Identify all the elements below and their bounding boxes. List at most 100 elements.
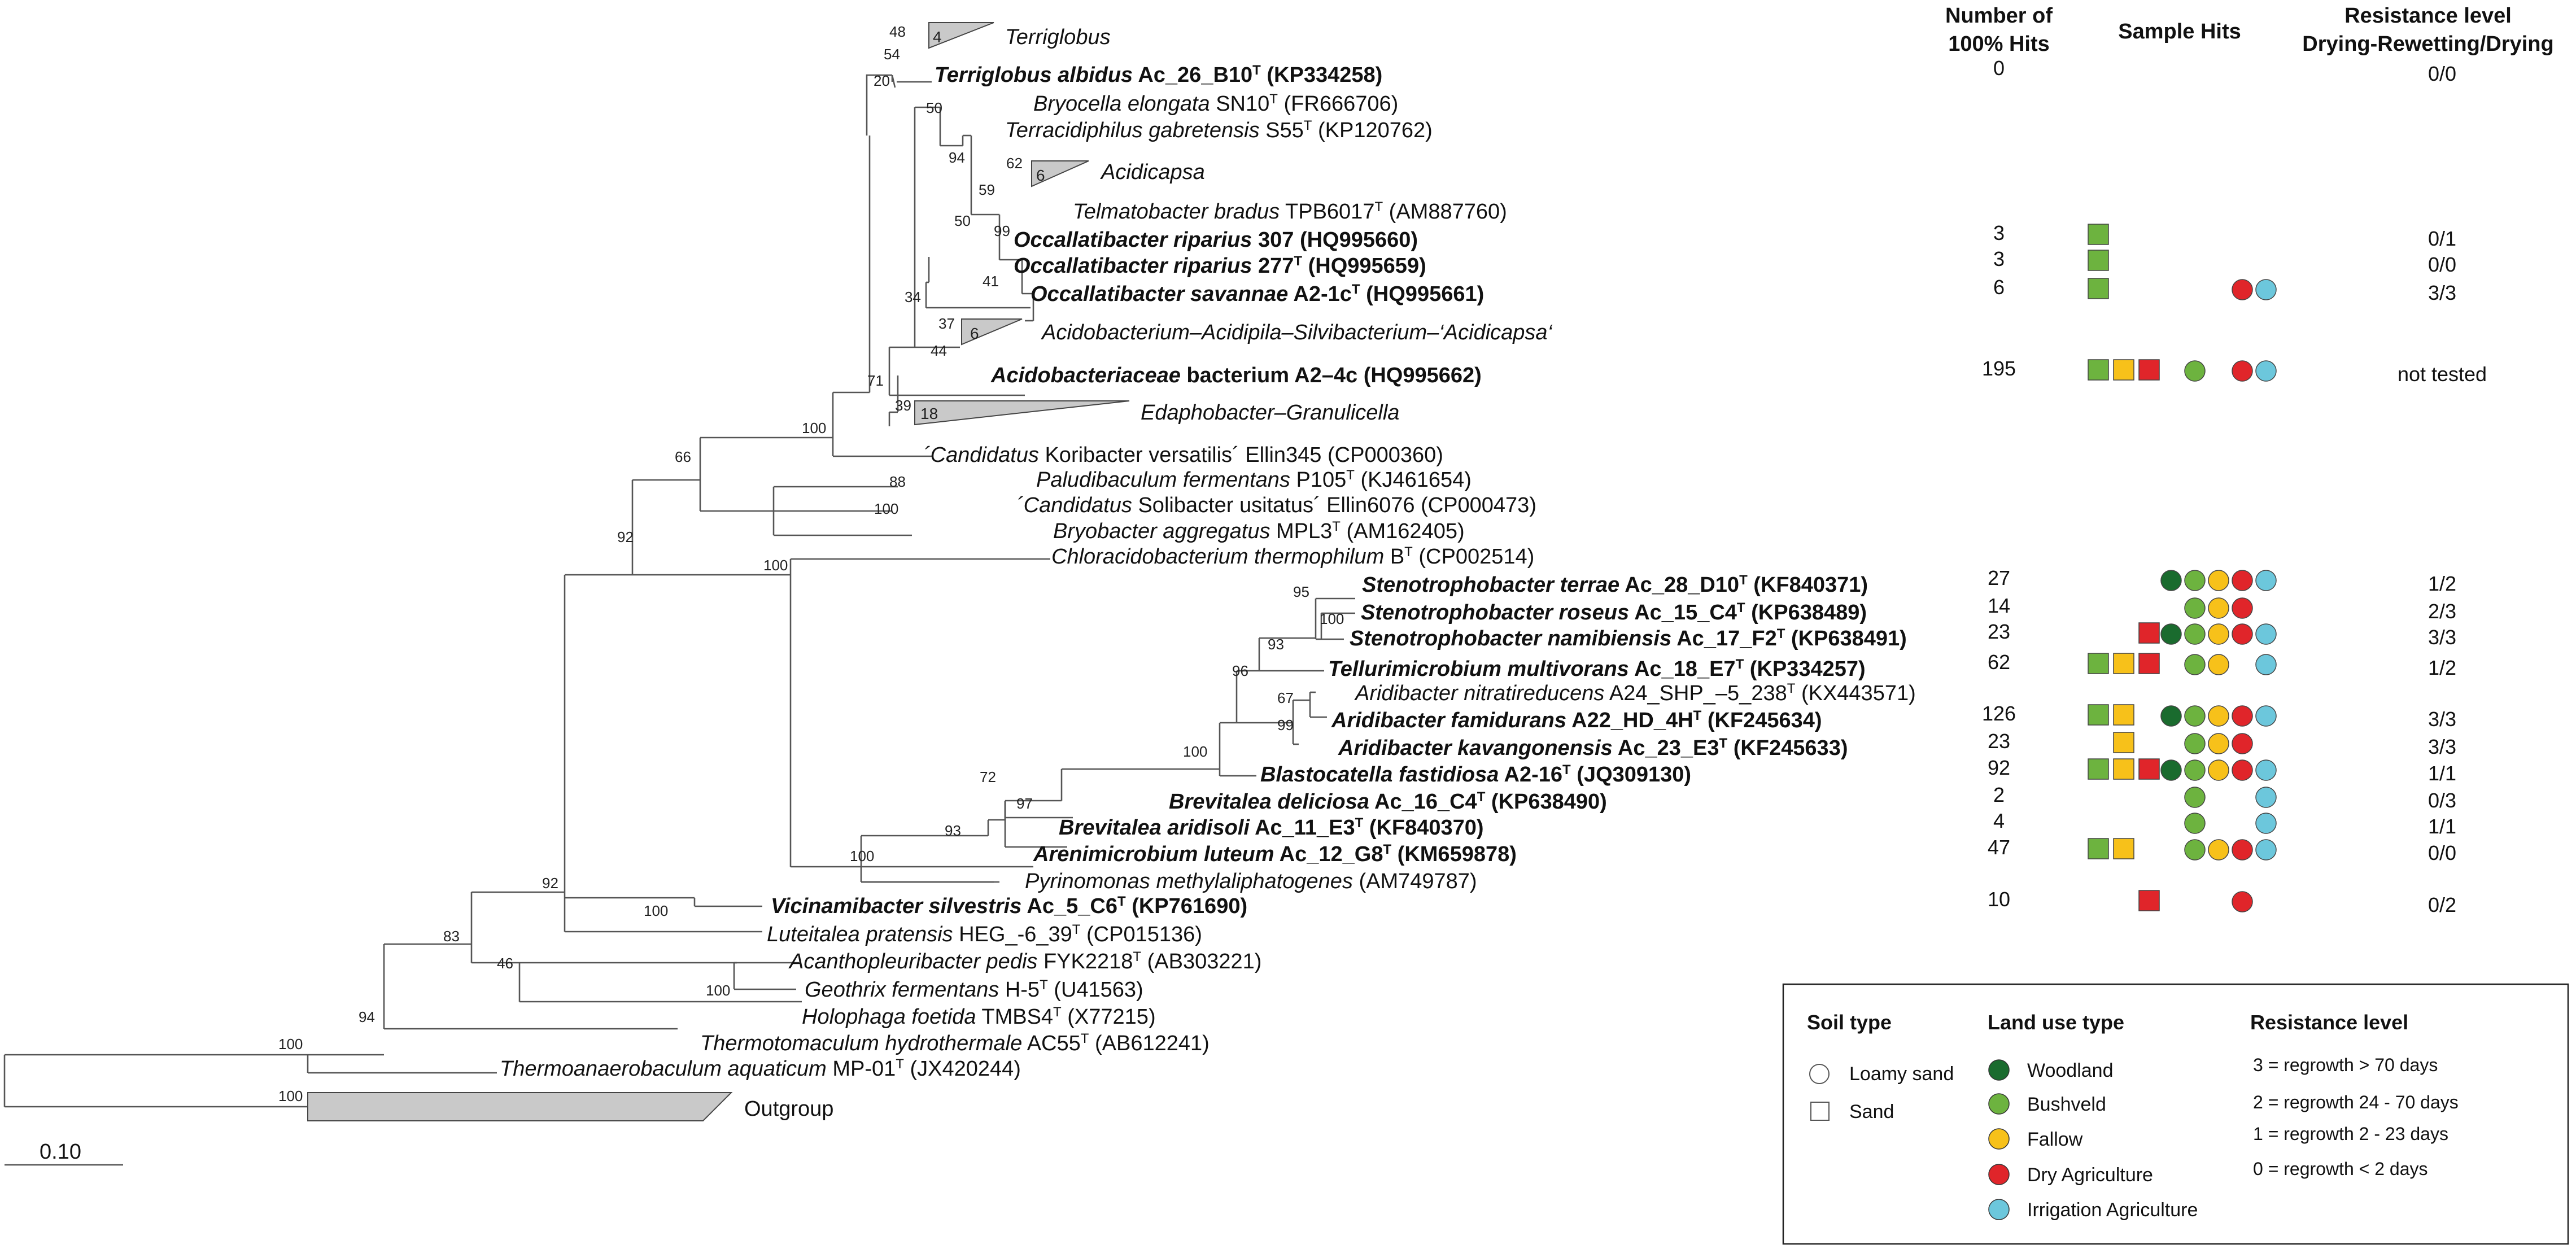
taxon-strain: A2-1c: [1288, 282, 1352, 306]
taxon-label: Tellurimicrobium multivorans Ac_18_E7T (…: [1328, 657, 1866, 682]
taxon-accession: (HQ995662): [1357, 364, 1482, 387]
taxon-label: Edaphobacter–Granulicella: [1141, 401, 1399, 425]
bootstrap-value: 99: [994, 222, 1010, 239]
taxon-name: Stenotrophobacter terrae: [1362, 573, 1619, 597]
clade-acidicapsa: [1031, 160, 1089, 187]
bootstrap-value: 20: [874, 72, 890, 89]
bootstrap-value: 94: [949, 149, 965, 166]
taxon-accession: (AB612241): [1089, 1032, 1209, 1055]
loamy-sand-sample-marker: [2255, 654, 2277, 675]
loamy-sand-sample-marker: [2184, 813, 2206, 834]
taxon-name: Aridibacter kavangonensis: [1338, 736, 1613, 760]
loamy-sand-sample-marker: [2208, 733, 2229, 754]
taxon-accession: (KP638490): [1485, 790, 1606, 814]
type-strain-mark: T: [1477, 789, 1486, 805]
sand-sample-marker: [2088, 278, 2109, 299]
loamy-sand-sample-marker: [2184, 705, 2206, 727]
taxon-name: Luteitalea pratensis: [767, 923, 953, 946]
legend-soil-item: Loamy sand: [1849, 1063, 1954, 1085]
bootstrap-value: 100: [278, 1036, 303, 1053]
taxon-accession: (FR666706): [1278, 92, 1398, 116]
taxon-name: Acanthopleuribacter pedis: [788, 950, 1037, 973]
resistance-level: 0/3: [2428, 789, 2456, 812]
clade-count: 6: [1036, 167, 1045, 184]
taxon-strain: TPB6017: [1280, 200, 1374, 224]
bootstrap-value: 50: [954, 212, 971, 229]
loamy-sand-sample-marker: [2184, 787, 2206, 808]
loamy-sand-sample-marker: [2232, 279, 2253, 300]
taxon-label: Vicinamibacter silvestris Ac_5_C6T (KP76…: [771, 894, 1247, 919]
bootstrap-value: 100: [850, 848, 874, 864]
taxon-name: Aridibacter nitratireducens: [1354, 682, 1604, 705]
resistance-level: 1/1: [2428, 815, 2456, 838]
taxon-accession: (KJ461654): [1355, 468, 1472, 492]
taxon-accession: (KP638489): [1745, 601, 1867, 624]
taxon-strain: B: [1384, 545, 1404, 569]
taxon-strain: Ac_23_E3: [1613, 736, 1719, 760]
taxon-accession: (HQ995659): [1302, 254, 1426, 278]
taxon-label: Thermotomaculum hydrothermale AC55T (AB6…: [700, 1031, 1210, 1056]
hits-count: 4: [1993, 809, 2005, 832]
bootstrap-value: 37: [938, 315, 955, 332]
bootstrap-value: 100: [1320, 610, 1344, 627]
type-strain-mark: T: [1352, 282, 1360, 297]
taxon-label: Luteitalea pratensis HEG_-6_39T (CP01513…: [767, 922, 1202, 947]
resistance-level: 3/3: [2428, 281, 2456, 304]
taxon-label: Stenotrophobacter namibiensis Ac_17_F2T …: [1350, 626, 1907, 651]
legend-land-item: Fallow: [2027, 1129, 2083, 1150]
type-strain-mark: T: [1332, 519, 1341, 534]
type-strain-mark: T: [1787, 681, 1796, 696]
taxon-label: Acidicapsa: [1100, 160, 1205, 184]
bootstrap-values: 48 54 20 50 94 62 59 50 99 41 34 37 44 7…: [278, 23, 1344, 1104]
taxon-strain: Ac_16_C4: [1369, 790, 1477, 814]
sand-sample-marker: [2088, 758, 2109, 780]
dry-agriculture-icon: [1988, 1164, 2010, 1185]
taxon-label: Telmatobacter bradus TPB6017T (AM887760): [1073, 199, 1507, 224]
resistance-level: 1/2: [2428, 572, 2456, 595]
type-strain-mark: T: [1072, 922, 1081, 937]
taxon-strain: Ac_5_C6: [1021, 894, 1117, 918]
taxon-strain: Solibacter usitatus´ Ellin6076: [1132, 494, 1415, 517]
taxon-strain: 277: [1252, 254, 1294, 278]
resistance-header-line2: Drying-Rewetting/Drying: [2302, 32, 2553, 56]
hits-count: 195: [1982, 357, 2016, 380]
type-strain-mark: T: [1040, 977, 1048, 993]
loamy-sand-sample-marker: [2255, 623, 2277, 645]
type-strain-mark: T: [1133, 949, 1141, 964]
taxon-accession: (KP761690): [1126, 894, 1247, 918]
bootstrap-value: 100: [802, 420, 826, 436]
scale-bar-label: 0.10: [40, 1140, 81, 1164]
sand-sample-marker: [2138, 622, 2160, 644]
taxon-strain: 307: [1252, 228, 1294, 252]
taxon-label: Bryobacter aggregatus MPL3T (AM162405): [1053, 519, 1465, 544]
taxon-strain: Ac_26_B10: [1133, 63, 1252, 87]
taxon-name: Stenotrophobacter namibiensis: [1350, 627, 1671, 650]
bootstrap-value: 93: [945, 822, 961, 839]
taxon-accession: (KF245633): [1727, 736, 1848, 760]
bootstrap-value: 50: [926, 99, 942, 116]
taxon-accession: (KF840370): [1363, 816, 1483, 840]
loamy-sand-sample-marker: [2255, 839, 2277, 861]
taxon-strain: FYK2218: [1037, 950, 1133, 973]
hits-count: 6: [1993, 276, 2005, 299]
hits-count: 2: [1993, 783, 2005, 806]
taxon-accession: (AM749787): [1353, 870, 1477, 893]
clade-count: 6: [970, 325, 979, 342]
bootstrap-value: 100: [874, 500, 898, 517]
taxon-label: Occallatibacter riparius 307 (HQ995660): [1014, 228, 1418, 252]
taxon-strain: Ac_12_G8: [1274, 842, 1383, 866]
taxon-name: ´Candidatus: [1016, 494, 1132, 517]
bootstrap-value: 95: [1293, 583, 1309, 600]
type-strain-mark: T: [1404, 544, 1413, 560]
type-strain-mark: T: [1383, 842, 1391, 857]
taxon-label: Terriglobus albidus Ac_26_B10T (KP334258…: [935, 63, 1382, 88]
sand-sample-marker: [2088, 224, 2109, 245]
resistance-header-line1: Resistance level: [2344, 4, 2512, 28]
taxon-name: Geothrix fermentans: [805, 978, 999, 1002]
hits-header-line1: Number of: [1945, 4, 2053, 28]
loamy-sand-sample-marker: [2208, 570, 2229, 591]
loamy-sand-sample-marker: [2232, 360, 2253, 382]
irrigation-agriculture-icon: [1988, 1199, 2010, 1220]
samples-header: Sample Hits: [2118, 20, 2241, 43]
bootstrap-value: 94: [359, 1008, 375, 1025]
